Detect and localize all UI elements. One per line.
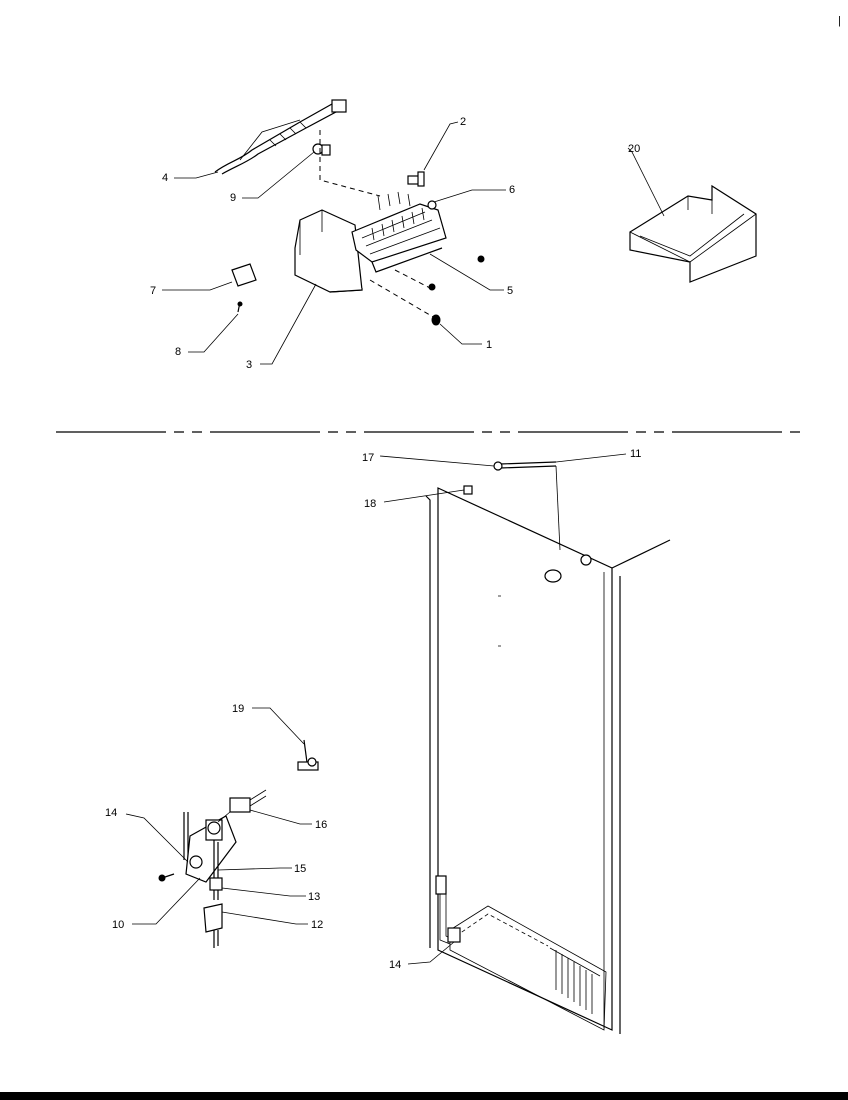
svg-text:13: 13 (308, 891, 320, 903)
svg-text:20: 20 (628, 143, 640, 155)
svg-text:14: 14 (389, 959, 401, 971)
svg-text:4: 4 (162, 172, 168, 184)
svg-text:11: 11 (630, 448, 641, 460)
svg-text:19: 19 (232, 703, 244, 715)
water-valve-assembly (158, 789, 267, 948)
wire-harness-part (214, 99, 347, 175)
callout-12: 12 (221, 911, 323, 931)
callout-6: 6 (433, 184, 515, 203)
svg-text:9: 9 (230, 192, 236, 204)
callout-9: 9 (230, 151, 315, 204)
screw-parts (428, 255, 485, 326)
callout-20: 20 (627, 143, 665, 217)
valve-bracket-part (297, 739, 319, 771)
callout-7: 7 (150, 281, 233, 297)
svg-text:7: 7 (150, 285, 156, 297)
svg-text:17: 17 (362, 452, 374, 464)
svg-text:16: 16 (315, 819, 327, 831)
grommet-part (463, 485, 473, 495)
svg-text:8: 8 (175, 346, 181, 358)
svg-text:18: 18 (364, 498, 376, 510)
callout-3: 3 (246, 283, 317, 371)
ice-bin-part (629, 184, 757, 283)
callout-4: 4 (162, 171, 219, 184)
svg-text:1: 1 (486, 339, 492, 351)
callout-1: 1 (439, 323, 492, 351)
callout-10: 10 (112, 877, 201, 931)
shutoff-arm-part (407, 171, 425, 187)
callout-17: 17 (362, 452, 495, 467)
svg-text:12: 12 (311, 919, 323, 931)
svg-text:3: 3 (246, 359, 252, 371)
callout-18: 18 (364, 489, 465, 510)
callout-11: 11 (555, 448, 641, 463)
cabinet-outline (425, 487, 671, 1034)
corner-mark: | (838, 15, 841, 27)
callout-16: 16 (249, 809, 327, 831)
svg-text:14: 14 (105, 807, 117, 819)
svg-text:6: 6 (509, 184, 515, 196)
bracket-screw-part (237, 301, 243, 313)
ice-maker-assembly (294, 191, 447, 293)
callout-14-valve: 14 (105, 807, 189, 863)
water-valve-fitting-part (312, 143, 331, 156)
callout-8: 8 (175, 313, 239, 358)
fill-tube-part (493, 461, 561, 551)
bracket-part (231, 263, 257, 287)
callout-14-cabinet: 14 (389, 941, 455, 971)
bottom-rule (0, 1092, 848, 1100)
svg-text:10: 10 (112, 919, 124, 931)
svg-text:15: 15 (294, 863, 306, 875)
callout-15: 15 (217, 863, 306, 875)
callout-5: 5 (429, 253, 513, 297)
callout-2: 2 (423, 116, 466, 171)
callout-13: 13 (221, 887, 320, 903)
svg-text:2: 2 (460, 116, 466, 128)
svg-text:5: 5 (507, 285, 513, 297)
callout-19: 19 (232, 703, 305, 745)
